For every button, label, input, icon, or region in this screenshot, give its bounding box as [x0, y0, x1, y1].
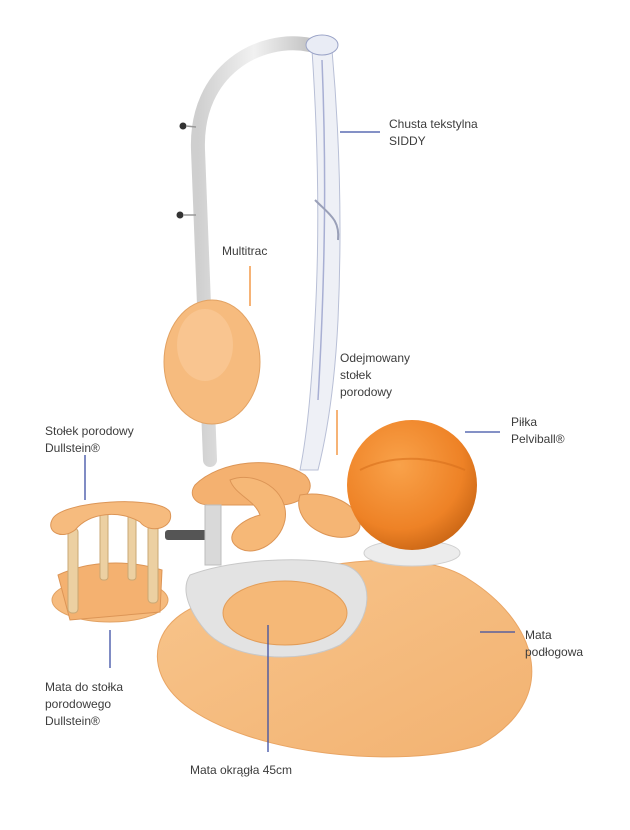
label-mata-stolka-line2: porodowego: [45, 697, 112, 711]
label-mata-stolka-line1: Mata do stołka: [45, 680, 124, 694]
label-multitrac-line1: Multitrac: [222, 244, 268, 258]
label-mata-okragla: Mata okrągła 45cm: [190, 762, 292, 779]
removable-stool: [229, 476, 286, 552]
label-mata-podlogowa-line2: podłogowa: [525, 645, 584, 659]
label-mata-podlogowa-line1: Mata: [525, 628, 552, 642]
label-pilka-line2: Pelviball®: [511, 432, 565, 446]
frame-arch: [190, 36, 317, 467]
label-stolek: Stołek porodowy Dullstein®: [45, 423, 134, 457]
label-mata-okragla-line1: Mata okrągła 45cm: [190, 763, 293, 777]
label-odejmowany: Odejmowany stołek porodowy: [340, 350, 410, 401]
label-mata-stolka: Mata do stołka porodowego Dullstein®: [45, 679, 123, 730]
label-mata-podlogowa: Mata podłogowa: [525, 627, 583, 661]
hook-upper: [179, 122, 187, 130]
label-stolek-line2: Dullstein®: [45, 441, 100, 455]
label-odejmowany-line1: Odejmowany: [340, 351, 411, 365]
label-chusta: Chusta tekstylna SIDDY: [389, 116, 478, 150]
pelviball: [347, 420, 477, 550]
label-chusta-line2: SIDDY: [389, 134, 426, 148]
label-pilka: Piłka Pelviball®: [511, 414, 565, 448]
dullstein-stool-seat: [50, 501, 172, 535]
label-odejmowany-line2: stołek: [340, 368, 372, 382]
label-pilka-line1: Piłka: [511, 415, 538, 429]
label-chusta-line1: Chusta tekstylna: [389, 117, 478, 131]
textile-sling: [299, 49, 341, 471]
label-odejmowany-line3: porodowy: [340, 385, 393, 399]
round-mat: [222, 580, 348, 646]
label-stolek-line1: Stołek porodowy: [45, 424, 134, 438]
label-mata-stolka-line3: Dullstein®: [45, 714, 100, 728]
label-multitrac: Multitrac: [222, 243, 267, 260]
hook-lower: [176, 211, 184, 219]
